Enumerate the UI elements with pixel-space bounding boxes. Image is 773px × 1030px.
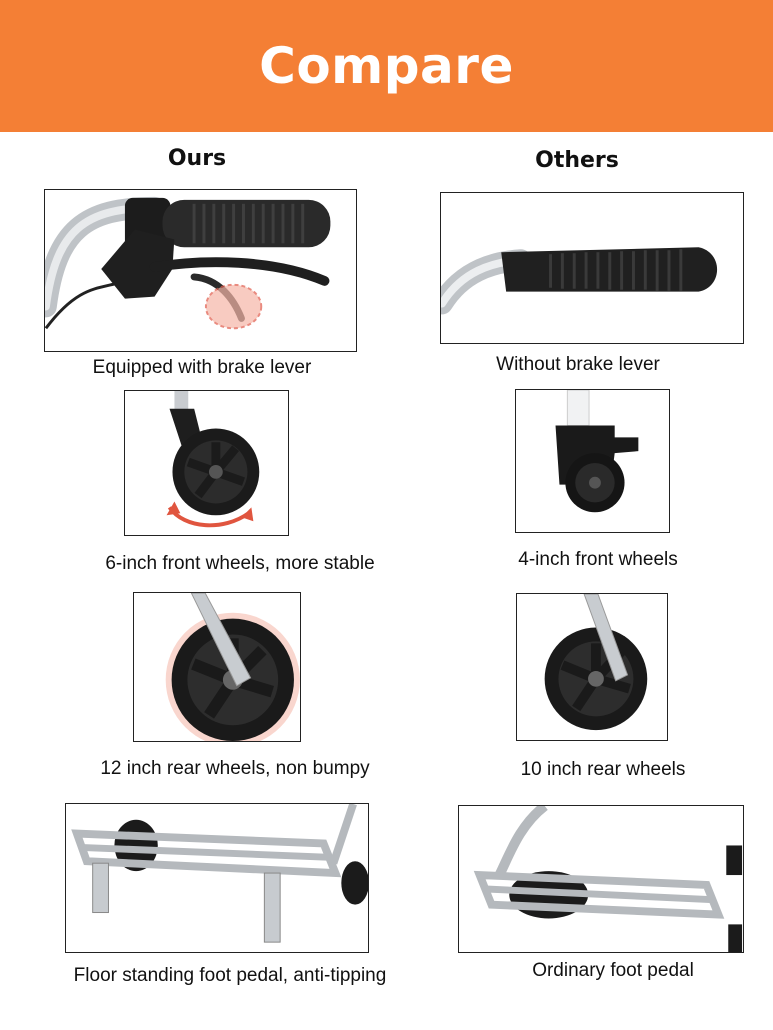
front-wheel-6in-illustration (166, 391, 260, 528)
standing-foot-pedal-illustration (71, 804, 368, 943)
ours-caption-brake: Equipped with brake lever (92, 357, 312, 378)
plain-grip-illustration (441, 247, 718, 315)
page-title: Compare (259, 37, 514, 95)
others-front-wheel-image (515, 389, 670, 533)
others-caption-foot-pedal: Ordinary foot pedal (532, 960, 694, 981)
others-caption-front-wheels: 4-inch front wheels (518, 549, 678, 570)
ordinary-foot-pedal-illustration (473, 806, 743, 952)
ours-brake-lever-image (44, 189, 357, 352)
ours-caption-rear-wheels: 12 inch rear wheels, non bumpy (100, 758, 370, 779)
rear-wheel-10in-illustration (544, 594, 648, 731)
header-banner: Compare (0, 0, 773, 132)
others-caption-rear-wheels: 10 inch rear wheels (520, 759, 686, 780)
column-heading-others: Others (535, 148, 619, 173)
ours-caption-foot-pedal: Floor standing foot pedal, anti-tipping (73, 965, 387, 986)
others-caption-brake: Without brake lever (496, 354, 660, 375)
rear-wheel-12in-illustration (165, 593, 300, 741)
front-wheel-4in-illustration (555, 390, 639, 513)
ours-caption-front-wheels: 6-inch front wheels, more stable (105, 553, 375, 574)
others-rear-wheel-image (516, 593, 668, 741)
ours-rear-wheel-image (133, 592, 301, 742)
ours-front-wheel-image (124, 390, 289, 536)
brake-lever-illustration (45, 196, 331, 330)
others-no-brake-image (440, 192, 744, 344)
ours-foot-pedal-image (65, 803, 369, 953)
column-heading-ours: Ours (167, 146, 227, 171)
others-foot-pedal-image (458, 805, 744, 953)
